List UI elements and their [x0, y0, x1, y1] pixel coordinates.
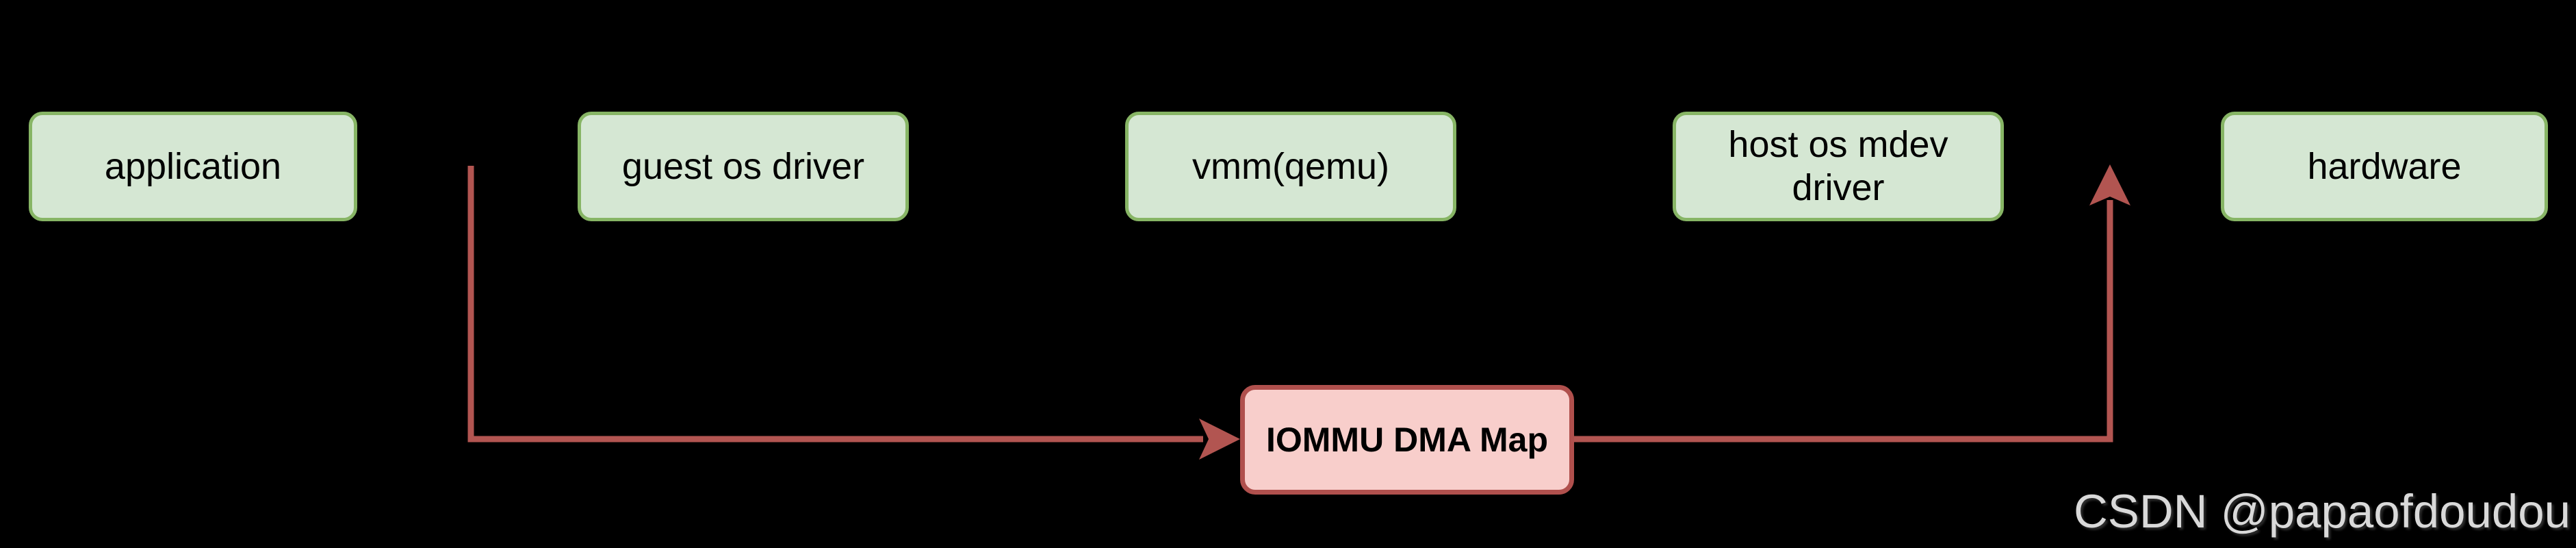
- node-host-os-mdev-driver-label: host os mdev driver: [1728, 124, 1948, 208]
- node-host-os-mdev-driver: host os mdev driver: [1673, 112, 2004, 221]
- watermark: CSDN @papaofdoudou: [2073, 485, 2571, 538]
- node-guest-os-driver: guest os driver: [578, 112, 909, 221]
- arrowhead-right-icon: [1199, 419, 1240, 460]
- node-application: application: [29, 112, 357, 221]
- node-hardware: hardware: [2221, 112, 2548, 221]
- node-guest-os-driver-label: guest os driver: [621, 145, 865, 187]
- arrowhead-up-icon: [2089, 164, 2130, 206]
- node-iommu-dma-map: IOMMU DMA Map: [1240, 385, 1574, 495]
- node-vmm-qemu: vmm(qemu): [1125, 112, 1456, 221]
- node-vmm-qemu-label: vmm(qemu): [1192, 145, 1389, 187]
- node-iommu-dma-map-label: IOMMU DMA Map: [1266, 421, 1548, 459]
- node-hardware-label: hardware: [2307, 145, 2462, 187]
- node-application-label: application: [104, 145, 282, 187]
